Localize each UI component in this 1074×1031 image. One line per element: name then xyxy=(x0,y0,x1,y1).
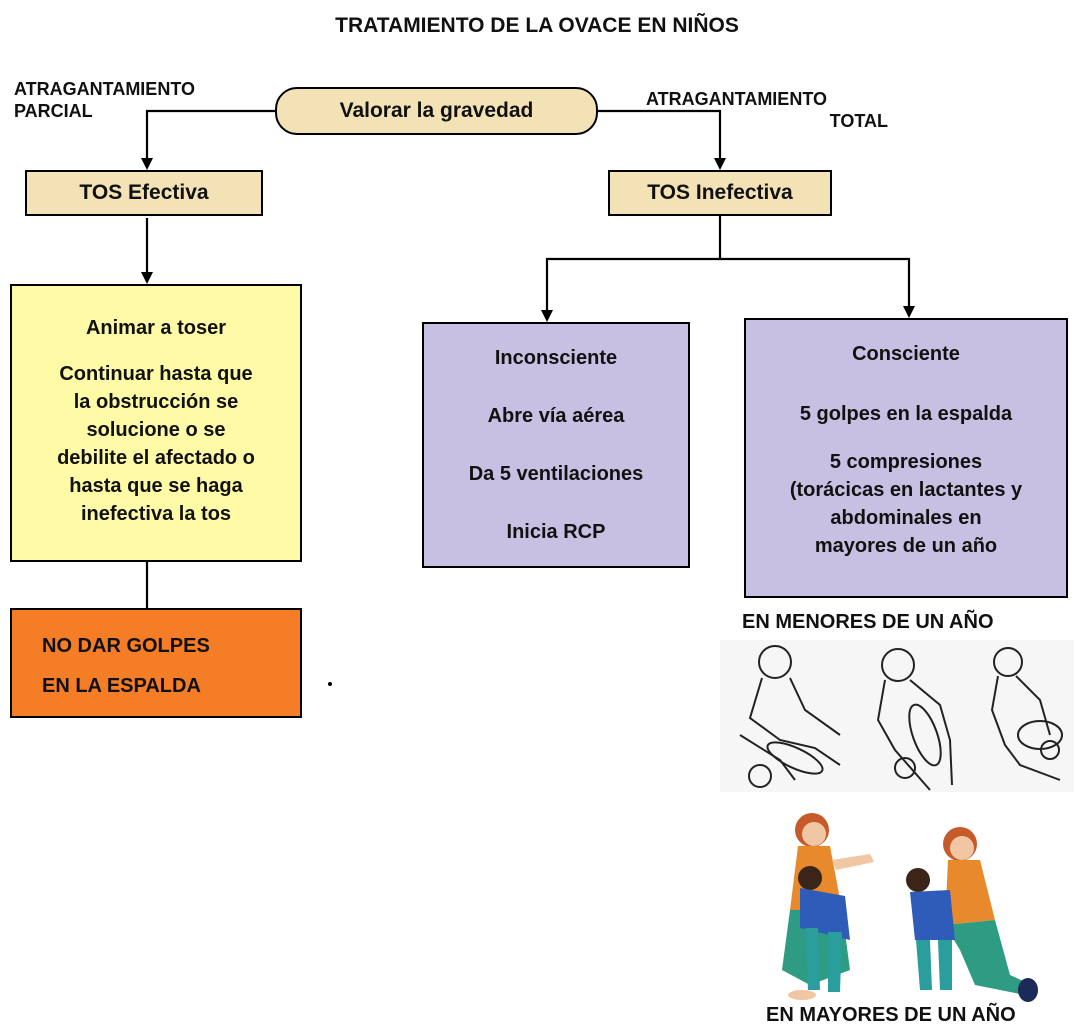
edge-assess-to-ineffective xyxy=(598,109,722,160)
conscious-compressions-line: 5 compresiones xyxy=(829,451,983,473)
edge-branch-bar xyxy=(545,257,911,312)
conscious-compressions-line: (torácicas en lactantes y xyxy=(789,479,1023,501)
partial-label-line: ATRAGANTAMIENTO xyxy=(14,79,195,99)
infants-caption: EN MENORES DE UN AÑO xyxy=(742,611,994,633)
diagram-title: TRATAMIENTO DE LA OVACE EN NIÑOS xyxy=(335,14,739,37)
encourage-line: la obstrucción se xyxy=(73,391,239,413)
conscious-heading: Consciente xyxy=(852,343,960,365)
arrowhead xyxy=(714,158,726,170)
arrowhead xyxy=(141,158,153,170)
assess-severity-node: Valorar la gravedad xyxy=(275,87,598,135)
encourage-cough-node: Animar a toser Continuar hasta que la ob… xyxy=(10,284,302,562)
encourage-line: debilite el afectado o xyxy=(57,447,255,469)
total-label-line: TOTAL xyxy=(829,111,888,131)
edge-assess-to-effective xyxy=(145,109,275,160)
back-blows-pair xyxy=(782,813,874,1000)
total-label: ATRAGANTAMIENTO TOTAL xyxy=(646,88,888,132)
encourage-line: Continuar hasta que xyxy=(59,363,253,385)
arrowhead xyxy=(141,272,153,284)
encourage-line: solucione o se xyxy=(86,419,226,441)
conscious-back-blows: 5 golpes en la espalda xyxy=(799,403,1013,425)
stray-dot xyxy=(328,682,332,686)
arrowhead xyxy=(541,310,553,322)
no-back-blows-line: NO DAR GOLPES xyxy=(42,635,210,657)
infant-turn-figure xyxy=(990,647,1063,781)
encourage-line: inefectiva la tos xyxy=(80,503,232,525)
infant-back-blows-figure xyxy=(739,645,841,788)
conscious-compressions-line: abdominales en xyxy=(830,507,982,529)
unconscious-node: Inconsciente Abre vía aérea Da 5 ventila… xyxy=(422,322,690,568)
infant-chest-thrust-figure xyxy=(876,648,953,791)
unconscious-line: Inconsciente xyxy=(494,347,618,369)
unconscious-line: Da 5 ventilaciones xyxy=(468,463,644,485)
partial-label-line: PARCIAL xyxy=(14,101,93,121)
abdominal-thrust-pair xyxy=(906,827,1038,1002)
infant-first-aid-illustration xyxy=(720,640,1074,792)
no-back-blows-line: EN LA ESPALDA xyxy=(42,675,201,697)
ineffective-cough-node: TOS Inefectiva xyxy=(608,170,832,216)
illustration-background xyxy=(720,640,1074,792)
total-label-line: ATRAGANTAMIENTO xyxy=(646,89,827,109)
arrowhead xyxy=(903,306,915,318)
no-back-blows-node: NO DAR GOLPES EN LA ESPALDA xyxy=(10,608,302,718)
effective-cough-node: TOS Efectiva xyxy=(25,170,263,216)
encourage-line: hasta que se haga xyxy=(69,475,243,497)
encourage-heading: Animar a toser xyxy=(85,317,227,339)
unconscious-line: Inicia RCP xyxy=(506,521,606,543)
partial-label: ATRAGANTAMIENTO PARCIAL xyxy=(14,78,195,122)
conscious-node: Consciente 5 golpes en la espalda 5 comp… xyxy=(744,318,1068,598)
unconscious-line: Abre vía aérea xyxy=(487,405,625,427)
older-child-first-aid-illustration xyxy=(782,813,1038,1002)
older-caption: EN MAYORES DE UN AÑO xyxy=(766,1004,1016,1026)
conscious-compressions-line: mayores de un año xyxy=(814,535,998,557)
